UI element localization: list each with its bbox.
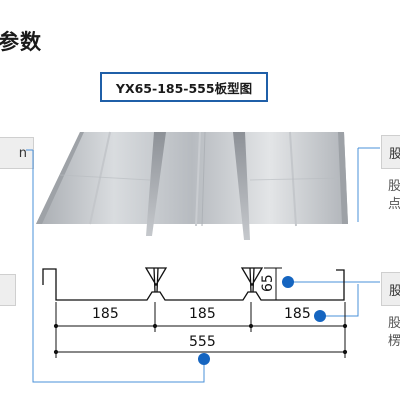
right-note-top-line2: 点 — [388, 197, 400, 212]
pitch-label-1: 185 — [92, 306, 119, 322]
section-heading: 参数 — [0, 30, 42, 54]
leader-lines — [26, 147, 380, 383]
right-note-bottom: 股 楞 — [388, 315, 400, 351]
pitch-marker — [314, 310, 326, 322]
left-tab-bottom — [0, 274, 16, 306]
board-title-box: YX65-185-555板型图 — [100, 72, 268, 102]
right-tab-top-label: 股 — [389, 146, 400, 162]
pitch-label-2: 185 — [189, 306, 216, 322]
total-width-dimension — [53, 349, 348, 355]
rib-height-marker — [282, 276, 294, 288]
rib-height-label: 65 — [260, 274, 276, 292]
right-note-top-line1: 股 — [388, 179, 400, 194]
pitch-label-3: 185 — [284, 306, 311, 322]
profile-section — [42, 267, 345, 301]
left-tab-top-label: n — [18, 145, 27, 161]
pitch-dimension-line — [53, 302, 348, 358]
right-note-bottom-line1: 股 — [388, 316, 400, 331]
right-tab-top: 股 — [381, 135, 400, 169]
right-tab-bottom: 股 — [381, 272, 400, 306]
right-note-bottom-line2: 楞 — [388, 334, 400, 349]
right-tab-bottom-label: 股 — [389, 283, 400, 299]
total-width-marker — [198, 353, 210, 365]
total-width-label: 555 — [189, 334, 216, 350]
right-note-top: 股 点 — [388, 178, 400, 214]
steel-deck-image — [36, 131, 348, 240]
board-title: YX65-185-555板型图 — [115, 80, 253, 96]
rib-height-dimension: 65 — [260, 267, 282, 301]
